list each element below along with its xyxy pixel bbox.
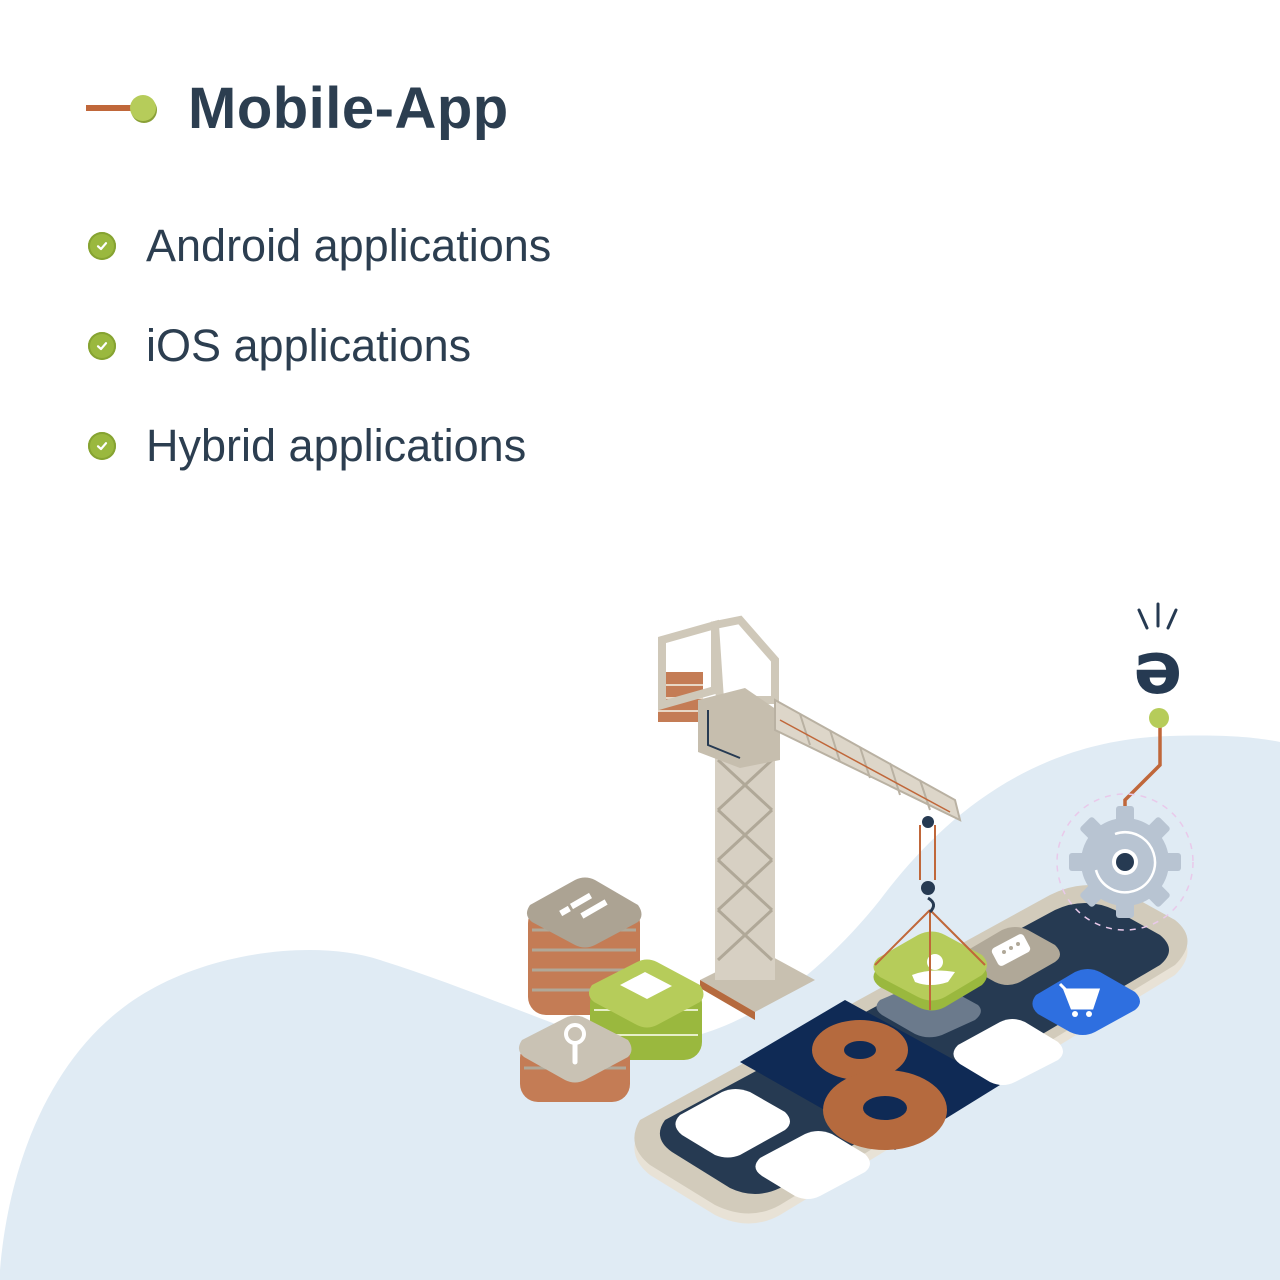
check-circle-icon <box>88 432 116 460</box>
feature-item-ios: iOS applications <box>88 296 551 396</box>
feature-item-android: Android applications <box>88 196 551 296</box>
feature-label: Android applications <box>146 220 552 271</box>
feature-list: Android applications iOS applications Hy… <box>88 196 551 496</box>
page-title: Mobile-App <box>188 75 509 141</box>
crane-hook-icon <box>921 881 935 895</box>
feature-label: iOS applications <box>146 320 472 371</box>
check-circle-icon <box>88 332 116 360</box>
gears-icon <box>812 1020 947 1150</box>
cart-app-icon <box>1032 969 1140 1035</box>
dashed-orbit <box>1056 793 1194 931</box>
connector-dot-icon <box>130 95 156 121</box>
crane <box>658 615 962 1020</box>
connector-dot-icon <box>1149 708 1169 728</box>
feature-item-hybrid: Hybrid applications <box>88 396 551 496</box>
mail-app-icon <box>588 959 704 1060</box>
connector-line <box>86 105 134 111</box>
brand-logo: ə <box>1134 602 1183 710</box>
search-app-icon <box>518 1015 632 1102</box>
gear-icon <box>1069 806 1181 918</box>
check-circle-icon <box>88 232 116 260</box>
feature-label: Hybrid applications <box>146 420 527 471</box>
svg-text:ə: ə <box>1134 626 1183 710</box>
section-header: Mobile-App <box>86 72 509 144</box>
chat-app-icon <box>964 927 1060 985</box>
crane-ropes <box>874 825 986 1010</box>
